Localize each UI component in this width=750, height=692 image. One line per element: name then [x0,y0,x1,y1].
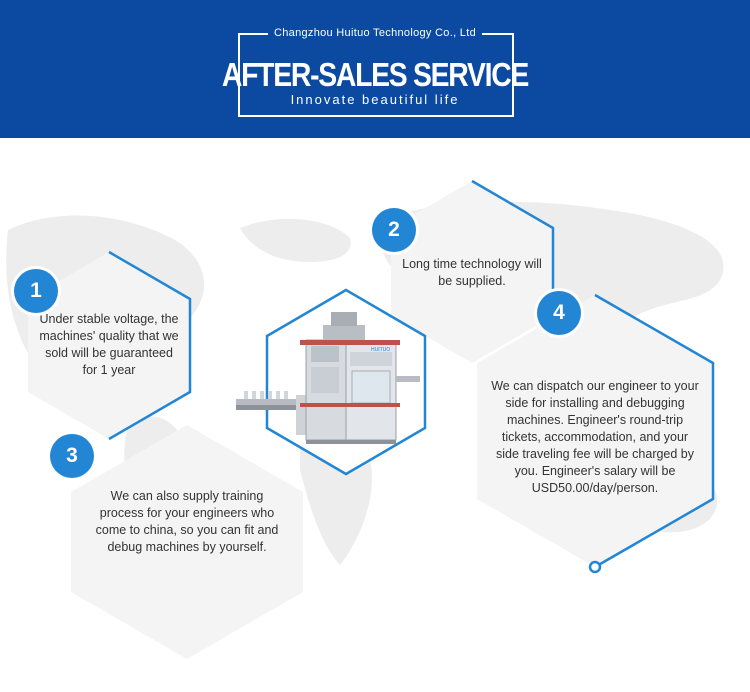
hexagon-3 [71,425,303,659]
service-illustration: HUITUO [6,179,724,659]
number-badge-1: 1 [14,269,58,313]
hexagon-2 [391,181,553,363]
number-badge-3: 3 [50,434,94,478]
company-name: Changzhou Huituo Technology Co., Ltd [0,27,750,39]
hexagon-1 [28,252,190,439]
end-dot [588,560,602,574]
machine-image [236,312,420,444]
service-3-text: We can also supply training process for … [95,489,279,554]
service-1-text: Under stable voltage, the machines' qual… [39,312,179,377]
slogan: Innovate beautiful life [290,92,460,107]
header-banner: Changzhou Huituo Technology Co., Ltd AFT… [0,0,750,138]
hexagon-4 [477,295,713,567]
service-4-text: We can dispatch our engineer to your sid… [491,379,699,495]
machine-brand-label: HUITUO [371,347,390,353]
page-title: AFTER-SALES SERVICE [221,56,529,93]
number-badge-2: 2 [372,208,416,252]
number-badge-4: 4 [537,291,581,335]
service-2-text: Long time technology will be supplied. [402,257,542,288]
